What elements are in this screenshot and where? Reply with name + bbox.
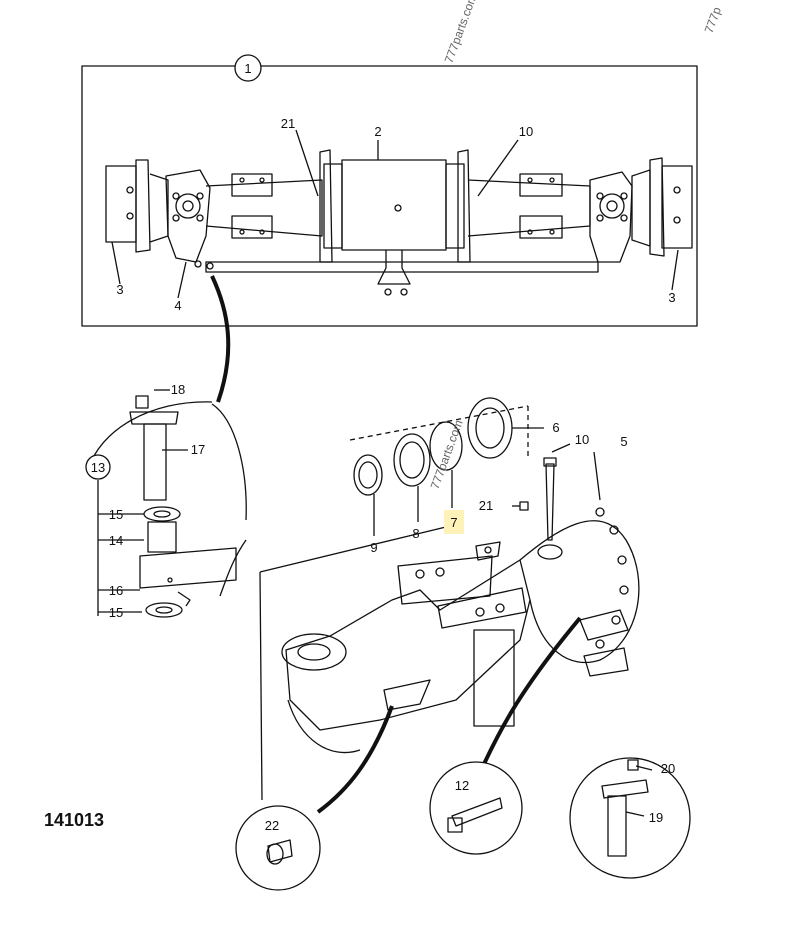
part-label: 18 xyxy=(171,382,185,397)
part-label: 21 xyxy=(281,116,295,131)
bearing-cup-15 xyxy=(143,506,181,522)
part-label: 19 xyxy=(649,810,663,825)
detail-arc xyxy=(219,539,247,597)
bracket-13 xyxy=(97,389,188,616)
watermark-text: 777parts.com xyxy=(442,0,480,65)
grease-nipple-21 xyxy=(512,501,529,511)
detail-19-20 xyxy=(569,757,691,879)
dashed-box xyxy=(349,405,529,460)
part-label: 12 xyxy=(455,778,469,793)
part-label: 9 xyxy=(370,540,377,555)
bearing-race-8 xyxy=(393,433,431,522)
left-hub xyxy=(105,159,169,253)
highlight-box xyxy=(444,510,464,534)
part-label: 15 xyxy=(109,605,123,620)
bolt-10 xyxy=(543,443,571,541)
callout-number: 1 xyxy=(244,61,251,76)
part-label: 3 xyxy=(668,290,675,305)
pin-bolt-18 xyxy=(129,395,179,501)
bearing-cup-15b xyxy=(145,602,183,618)
part-label: 3 xyxy=(116,282,123,297)
detail-arc xyxy=(211,403,247,521)
watermark-text: 777parts.com xyxy=(428,418,466,491)
differential-housing xyxy=(319,149,471,296)
callout-circle-13 xyxy=(85,454,111,480)
leader-5 xyxy=(593,451,601,501)
left-axle-beam xyxy=(205,173,323,239)
part-label: 4 xyxy=(174,298,181,313)
assembly-frame xyxy=(81,65,698,327)
bush-14 xyxy=(147,521,177,553)
watermarks: 777parts.com 777p 777parts.com xyxy=(428,0,724,491)
connector-thick xyxy=(482,616,582,765)
labels: 1 13 7 21 2 10 3 4 3 18 17 15 14 16 15 6… xyxy=(44,61,676,833)
detail-22 xyxy=(235,805,321,891)
part-label: 5 xyxy=(620,434,627,449)
callout-number: 13 xyxy=(91,460,105,475)
block-16 xyxy=(139,547,237,607)
callout-circle-1 xyxy=(234,54,262,82)
part-label: 17 xyxy=(191,442,205,457)
right-hub xyxy=(631,157,693,257)
part-label: 10 xyxy=(519,124,533,139)
connector-thick xyxy=(210,275,231,403)
connector-thick xyxy=(316,705,394,814)
bearing-6 xyxy=(467,397,544,459)
tie-rod xyxy=(205,261,599,273)
part-label: 21 xyxy=(479,498,493,513)
figure-number: 141013 xyxy=(44,810,104,830)
part-label: 22 xyxy=(265,818,279,833)
axle-housing xyxy=(281,507,640,754)
seal-9 xyxy=(353,454,383,536)
top-leaders xyxy=(111,129,679,299)
part-label: 14 xyxy=(109,533,123,548)
part-label: 6 xyxy=(552,420,559,435)
part-label: 15 xyxy=(109,507,123,522)
right-knuckle xyxy=(589,171,633,263)
part-label: 2 xyxy=(374,124,381,139)
left-knuckle xyxy=(165,169,214,270)
watermark-text: 777p xyxy=(702,5,724,35)
part-label: 20 xyxy=(661,761,675,776)
ref-line xyxy=(259,571,263,801)
part-label: 10 xyxy=(575,432,589,447)
ref-line xyxy=(259,525,451,573)
snap-ring-7 xyxy=(429,421,463,508)
part-label: 8 xyxy=(412,526,419,541)
highlighted-part-label: 7 xyxy=(450,515,457,530)
detail-12 xyxy=(429,761,523,855)
part-label: 16 xyxy=(109,583,123,598)
